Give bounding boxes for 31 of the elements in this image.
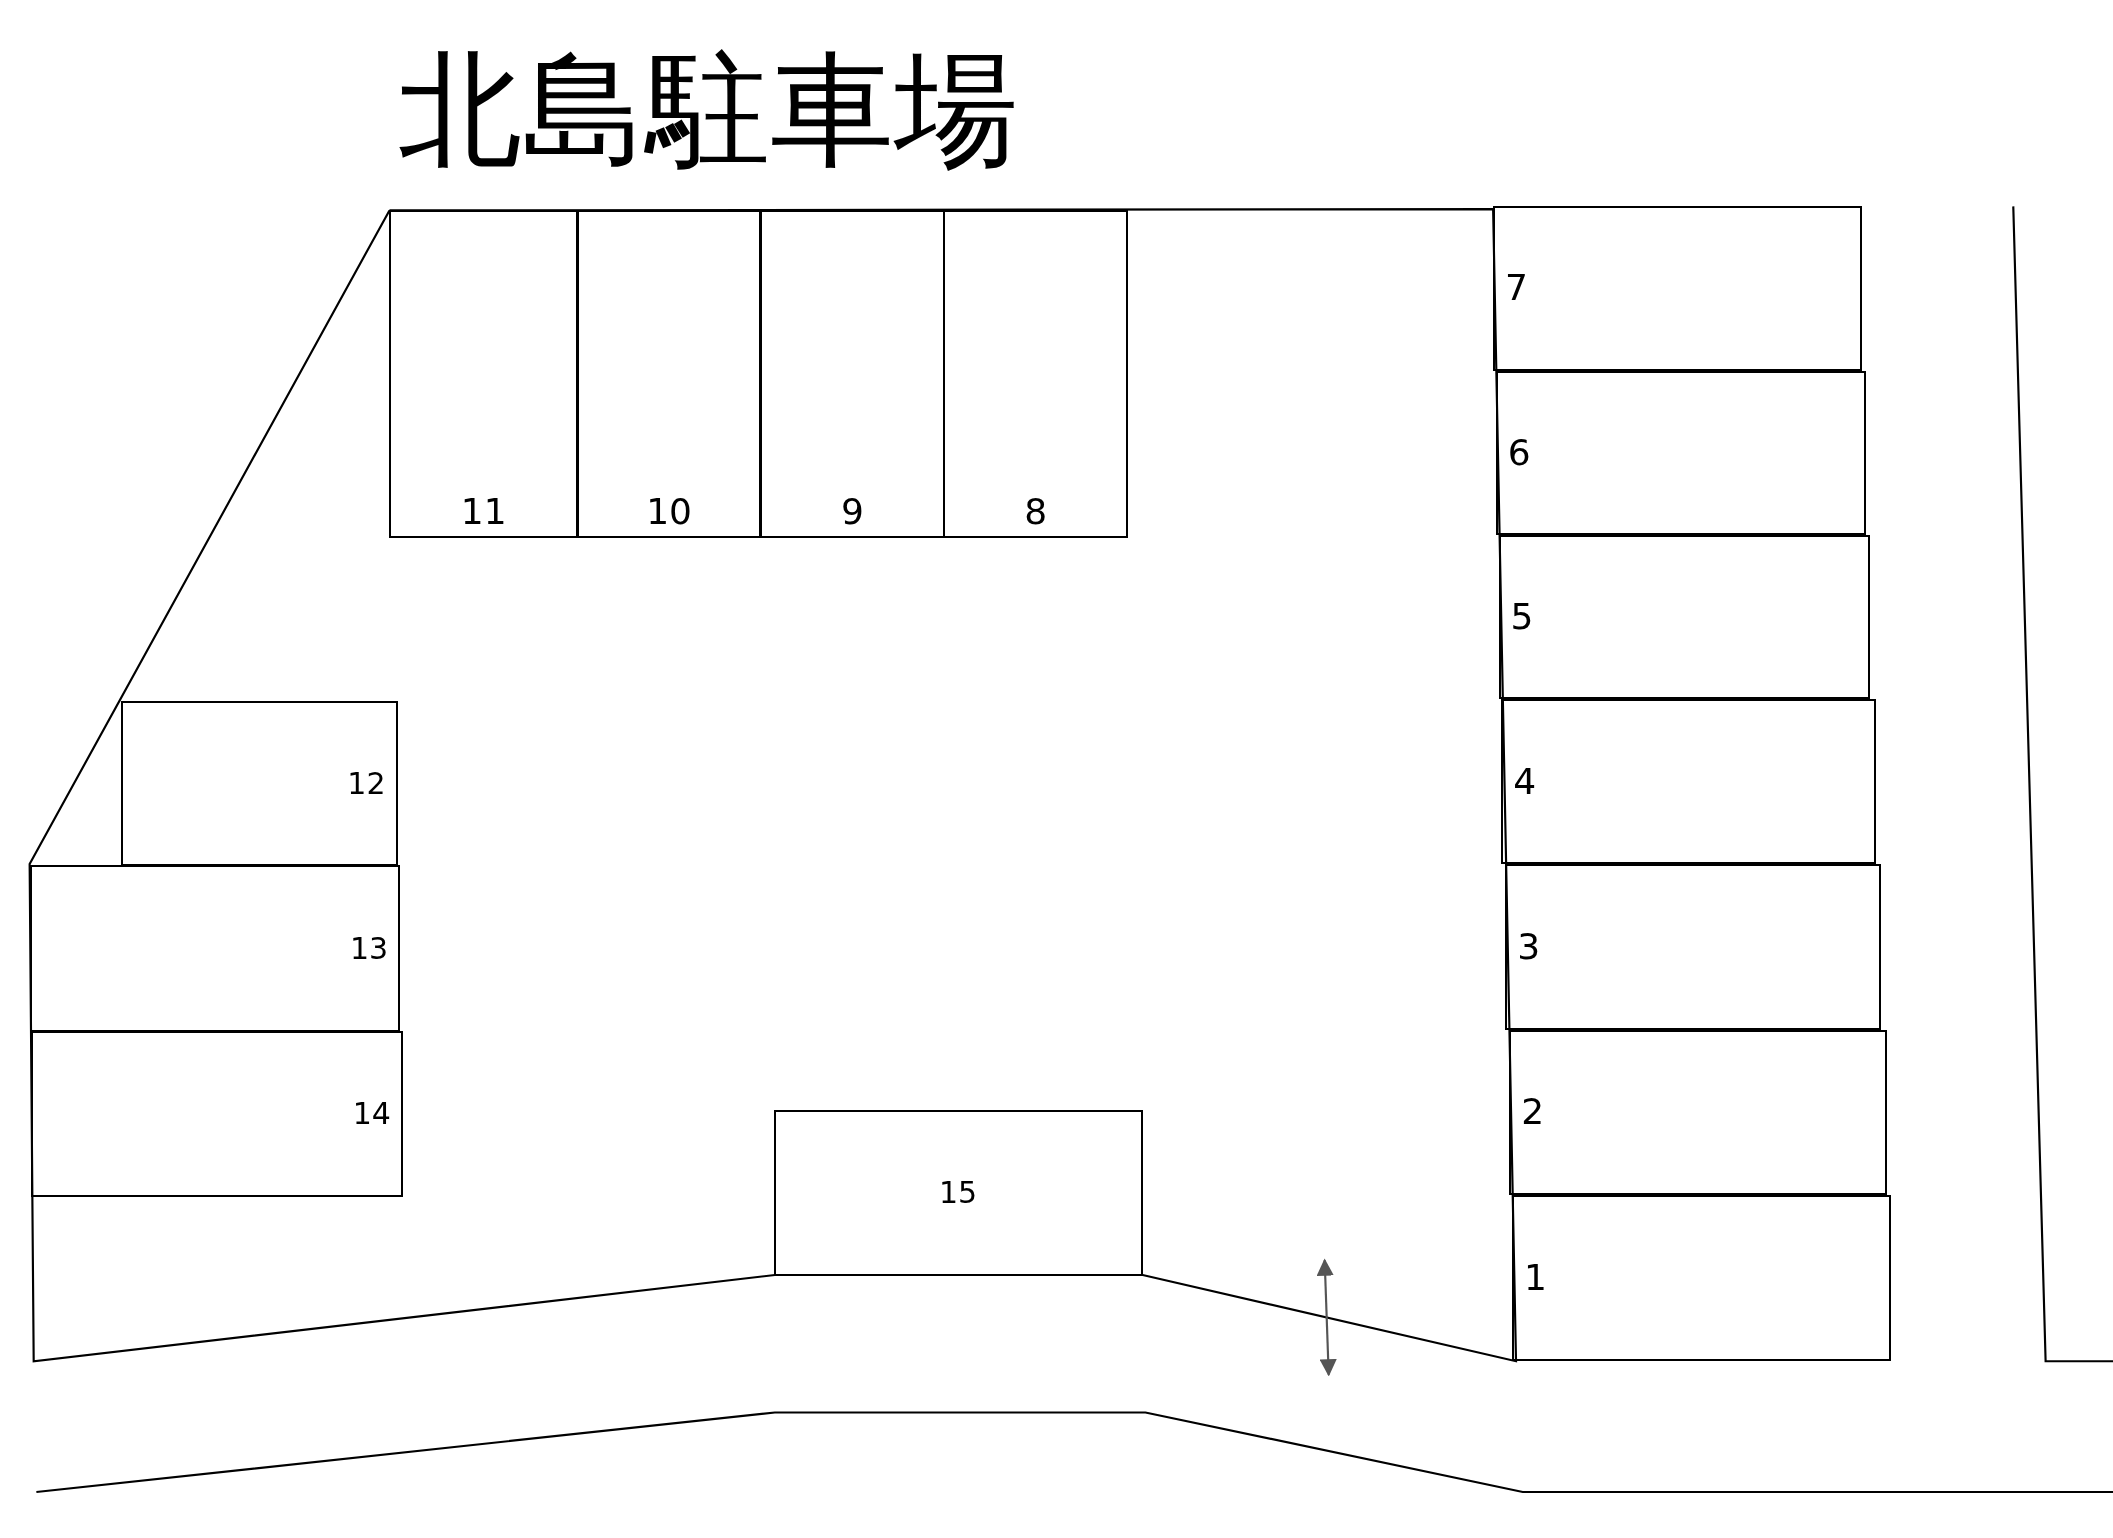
parking-space <box>1505 863 1882 1030</box>
space-number: 4 <box>1513 763 1537 800</box>
parking-space <box>389 210 579 538</box>
parking-space <box>1493 206 1863 371</box>
space-number: 3 <box>1517 928 1541 965</box>
parking-space <box>121 700 398 867</box>
space-number: 12 <box>347 768 386 799</box>
parking-space <box>943 210 1128 538</box>
space-number: 10 <box>646 493 692 530</box>
space-number: 7 <box>1505 270 1528 307</box>
title: 北島駐車場 <box>398 42 1018 179</box>
space-number: 15 <box>939 1178 978 1209</box>
space-number: 9 <box>840 493 864 530</box>
space-number: 6 <box>1507 434 1531 471</box>
parking-space <box>29 865 401 1033</box>
parking-space <box>760 210 945 538</box>
space-number: 11 <box>460 493 507 530</box>
parking-space <box>1501 699 1876 864</box>
parking-space <box>773 1110 1143 1277</box>
parking-space <box>1509 1029 1887 1196</box>
parking-space <box>1511 1195 1891 1362</box>
parking-space <box>1495 370 1867 535</box>
space-number: 2 <box>1521 1094 1545 1131</box>
parking-space <box>576 210 762 538</box>
parking-space <box>31 1030 403 1197</box>
space-number: 5 <box>1510 599 1534 636</box>
space-number: 13 <box>350 933 389 964</box>
space-number: 14 <box>352 1098 391 1129</box>
space-number: 1 <box>1523 1260 1547 1297</box>
space-number: 8 <box>1024 493 1048 530</box>
parking-space <box>1498 535 1871 700</box>
